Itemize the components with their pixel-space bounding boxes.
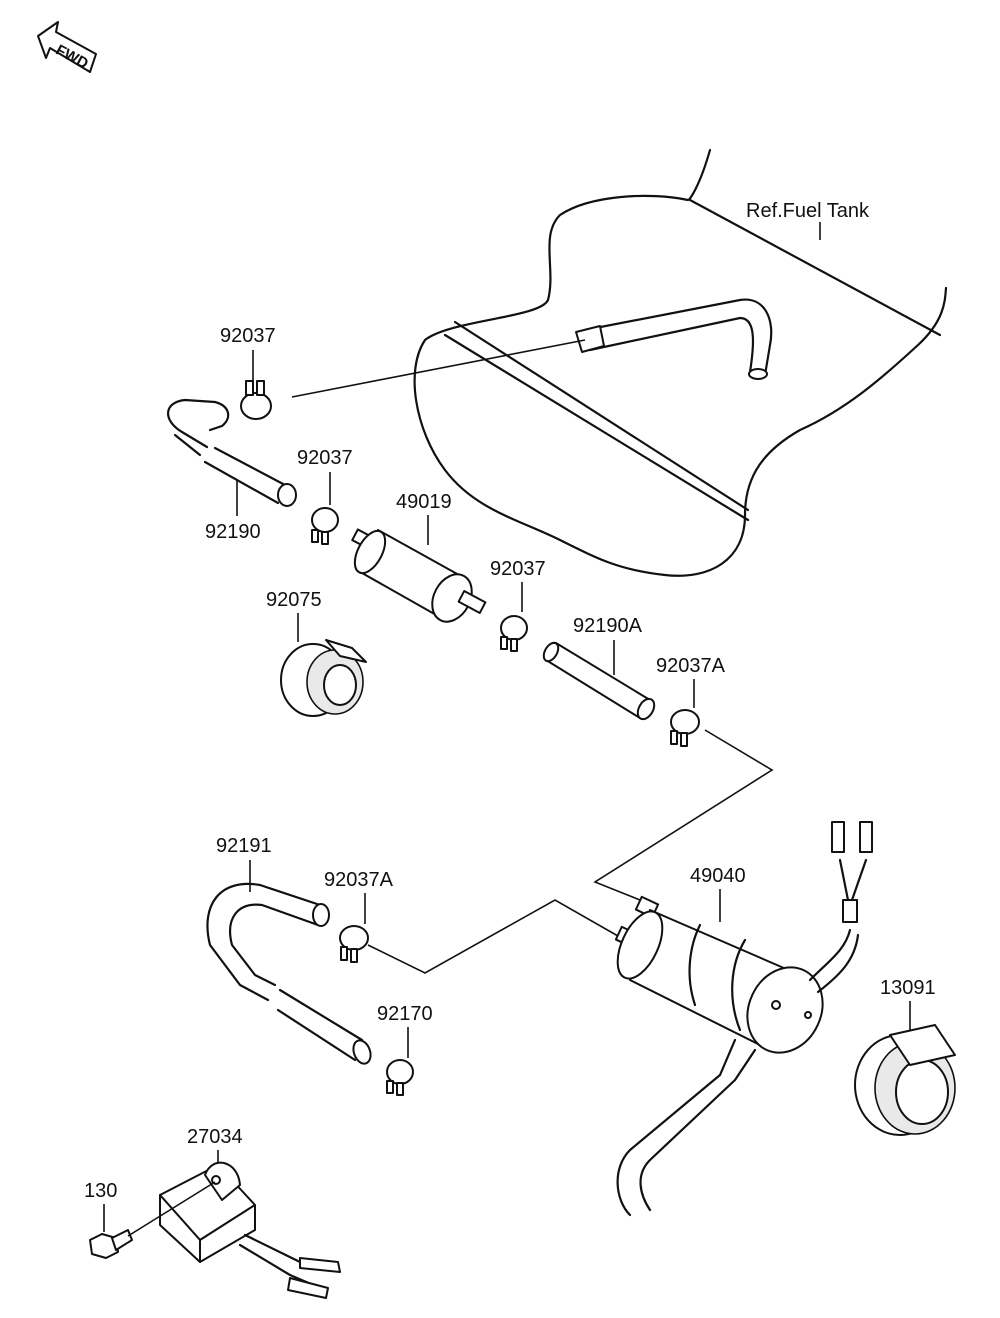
label-27034: 27034: [187, 1126, 243, 1148]
hose-92191: [206, 882, 372, 1065]
label-49040: 49040: [690, 865, 746, 887]
label-92037A-top: 92037A: [656, 655, 726, 677]
label-92075: 92075: [266, 589, 322, 611]
fuel-pump-49040: [614, 821, 873, 1217]
clamp-92170: [386, 1059, 414, 1096]
leader-tank-to-clamp: [291, 339, 586, 398]
clamp-92037A-bottom: [339, 925, 369, 963]
leader-bolt-to-relay: [127, 1181, 216, 1237]
label-92190: 92190: [205, 521, 261, 543]
label-130: 130: [84, 1180, 117, 1202]
label-49019: 49019: [396, 491, 452, 513]
clamp-92037A-top: [670, 709, 700, 747]
hose-92190: [167, 398, 297, 507]
label-92170: 92170: [377, 1003, 433, 1025]
fuel-filter-49019: [351, 528, 487, 623]
label-92037-mid: 92037: [297, 447, 353, 469]
fuel-tank-outline: [413, 148, 948, 577]
fwd-arrow-icon: FWD: [37, 21, 97, 73]
relay-27034: [159, 1161, 341, 1299]
ref-fuel-tank-label: Ref.Fuel Tank: [746, 200, 870, 222]
label-92037A-bottom: 92037A: [324, 869, 394, 891]
holder-92075: [280, 639, 367, 717]
tank-outlet-pipe: [575, 298, 773, 380]
clamp-92037-mid: [311, 507, 339, 545]
clamp-92037-top: [240, 380, 272, 420]
label-92037-top: 92037: [220, 325, 276, 347]
band-13091: [854, 1024, 956, 1136]
label-92037-right: 92037: [490, 558, 546, 580]
label-13091: 13091: [880, 977, 936, 999]
leader-92037A-to-pump: [593, 729, 774, 903]
bolt-130: [89, 1229, 133, 1259]
leader-92037A-bottom-to-pump: [367, 899, 626, 974]
clamp-92037-right: [500, 615, 528, 652]
label-92190A: 92190A: [573, 615, 643, 637]
label-92191: 92191: [216, 835, 272, 857]
hose-92190A: [542, 641, 656, 721]
